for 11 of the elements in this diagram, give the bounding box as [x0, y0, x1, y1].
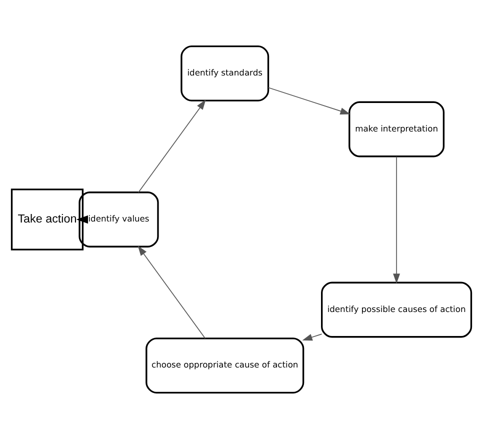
node-box: identify standards — [180, 46, 270, 102]
arrow — [76, 215, 88, 224]
node-box: identify possible causes of action — [321, 282, 472, 338]
arrow — [393, 156, 400, 284]
node-box: make interpretation — [348, 101, 445, 158]
node-box: choose oppropriate cause of action — [146, 338, 304, 394]
arrow — [268, 87, 350, 114]
arrow — [302, 334, 322, 341]
arrow — [138, 100, 206, 193]
arrow — [138, 246, 206, 339]
node-box: Take action — [10, 188, 84, 250]
